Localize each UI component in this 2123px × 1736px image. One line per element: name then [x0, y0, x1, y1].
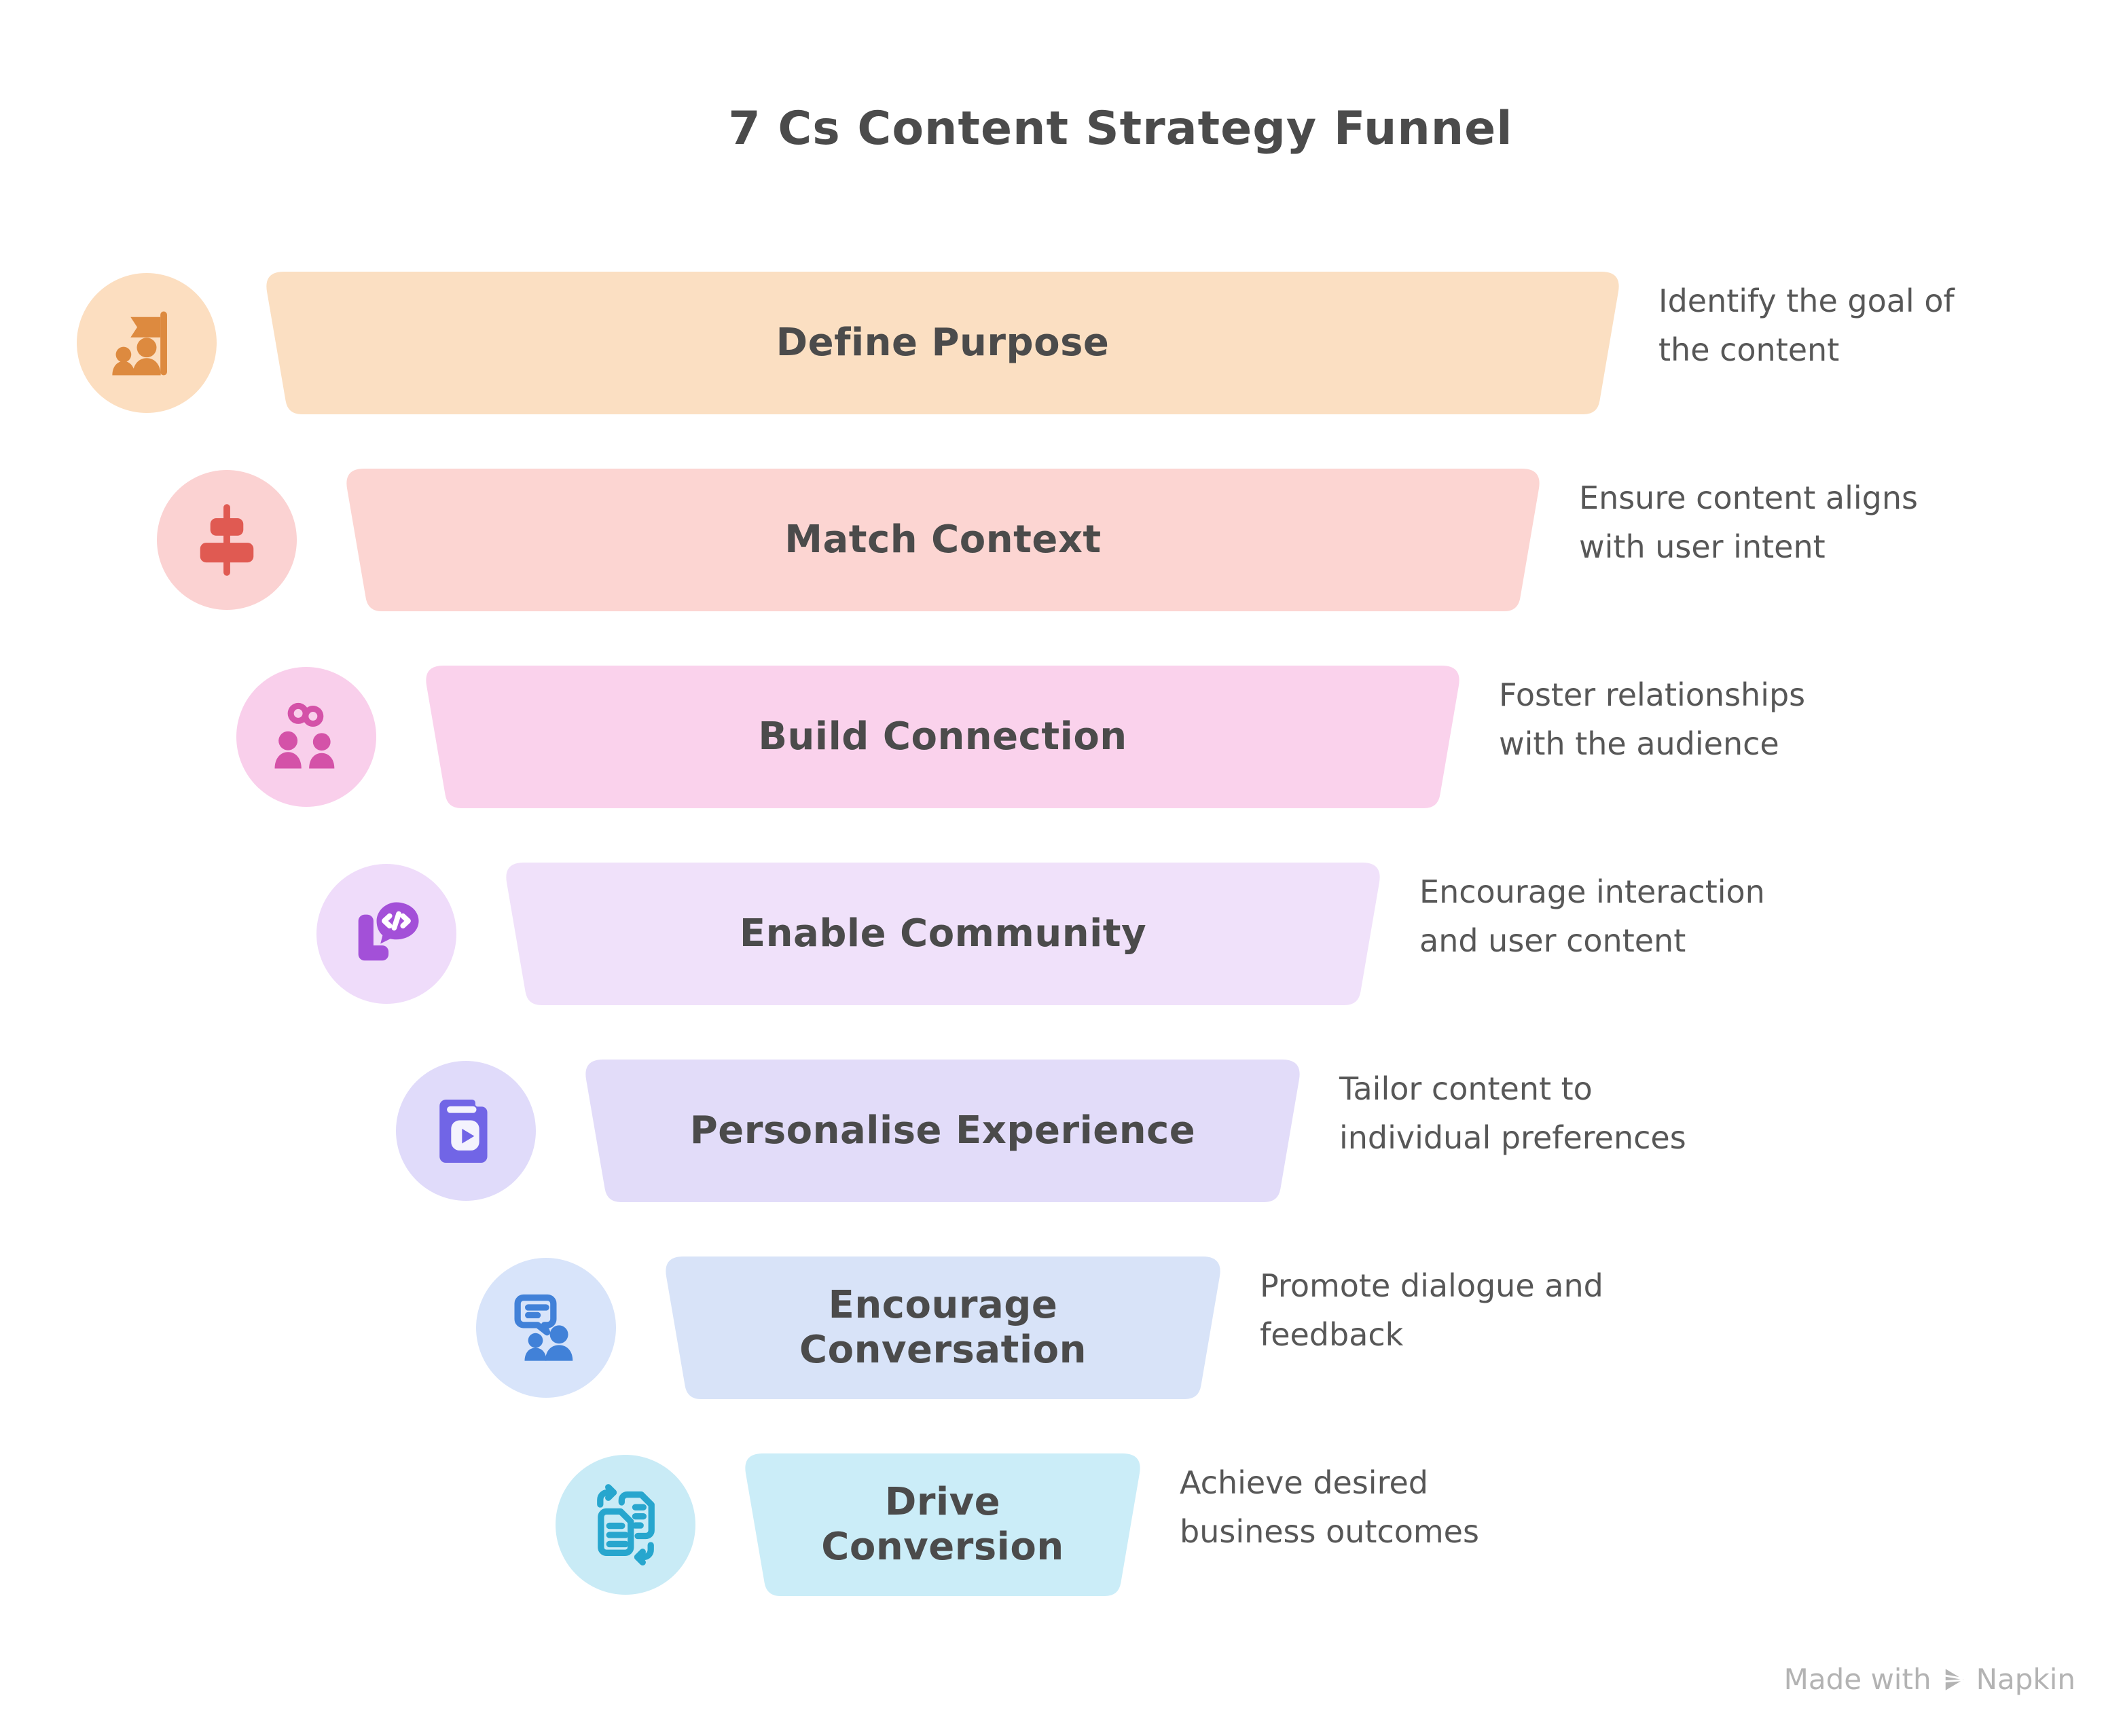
level-description: Achieve desired business outcomes — [1180, 1464, 1479, 1550]
napkin-logo-icon — [1940, 1665, 1968, 1694]
watermark-made-with: Made with — [1783, 1663, 1931, 1696]
level-icon-circle — [77, 273, 217, 413]
watermark: Made with Napkin — [1784, 1663, 2075, 1696]
code-chat-icon — [344, 892, 429, 976]
funnel-level-encourage-conversation: Encourage Conversation Promote dialogue … — [476, 1256, 1603, 1399]
team-goal-icon — [105, 301, 189, 385]
funnel-level-personalise-experience: Personalise Experience Tailor content to… — [396, 1060, 1686, 1202]
funnel-level-match-context: Match Context Ensure content aligns with… — [157, 469, 1918, 611]
level-icon-circle — [236, 667, 376, 807]
doc-transfer-icon — [583, 1483, 668, 1567]
level-icon-circle — [556, 1455, 695, 1595]
funnel-level-enable-community: Enable Community Encourage interaction a… — [316, 863, 1765, 1005]
level-description: Encourage interaction and user content — [1419, 873, 1765, 959]
chat-people-icon — [504, 1286, 588, 1370]
level-description: Foster relationships with the audience — [1499, 676, 1806, 762]
level-label: Enable Community — [739, 911, 1147, 956]
funnel-trapezoid — [346, 469, 1540, 611]
linked-people-icon — [264, 695, 348, 779]
level-description: Tailor content to individual preferences — [1339, 1070, 1686, 1156]
funnel-trapezoid — [745, 1453, 1140, 1596]
funnel-level-define-purpose: Define Purpose Identify the goal of the … — [77, 272, 1955, 414]
level-description: Promote dialogue and feedback — [1260, 1267, 1603, 1353]
watermark-brand: Napkin — [1976, 1663, 2075, 1696]
funnel-trapezoid — [266, 272, 1619, 414]
level-icon-circle — [476, 1258, 616, 1398]
funnel-trapezoid — [585, 1060, 1300, 1202]
level-label: Personalise Experience — [689, 1108, 1196, 1153]
align-center-icon — [185, 498, 269, 582]
video-book-icon — [424, 1089, 508, 1173]
funnel-trapezoid — [426, 666, 1459, 808]
level-icon-circle — [316, 864, 456, 1004]
level-icon-circle — [157, 470, 297, 610]
funnel-level-drive-conversion: Drive Conversion Achieve desired busines… — [556, 1453, 1479, 1596]
funnel-trapezoid — [666, 1256, 1220, 1399]
level-label: Drive Conversion — [821, 1479, 1064, 1569]
funnel-trapezoid — [506, 863, 1380, 1005]
level-label: Define Purpose — [776, 320, 1110, 365]
level-label: Match Context — [784, 517, 1102, 562]
level-description: Ensure content aligns with user intent — [1579, 480, 1918, 565]
level-icon-circle — [396, 1061, 536, 1201]
level-label: Encourage Conversation — [799, 1282, 1087, 1372]
level-label: Build Connection — [758, 714, 1127, 759]
page-title: 7 Cs Content Strategy Funnel — [728, 102, 1513, 156]
level-description: Identify the goal of the content — [1658, 283, 1955, 368]
funnel-level-build-connection: Build Connection Foster relationships wi… — [236, 666, 1805, 808]
